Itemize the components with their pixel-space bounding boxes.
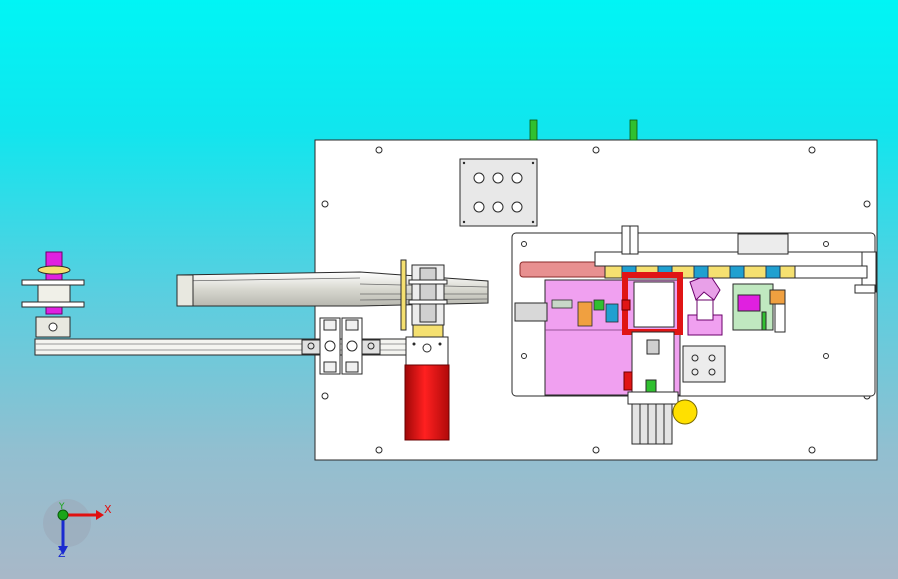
- axis-z-label: Z: [58, 547, 66, 560]
- red-clamp-frame: [621, 272, 683, 335]
- axis-y-label: Y: [59, 502, 65, 512]
- wire-spool: [21, 251, 85, 338]
- green-pins: [529, 119, 638, 141]
- sensor-post: [623, 371, 633, 391]
- axis-x-label: X: [104, 503, 112, 516]
- coordinate-triad: [43, 499, 104, 555]
- left-small-parts: [551, 299, 619, 327]
- adjust-knob: [672, 399, 698, 425]
- rail-carriage: [301, 317, 381, 375]
- subplate-screws: [521, 241, 829, 359]
- left-bracket: [514, 302, 548, 322]
- vertical-slide: [627, 331, 679, 445]
- air-cylinder: [682, 345, 726, 383]
- connector-panel: [459, 158, 538, 227]
- pulley-assembly: [400, 259, 448, 340]
- drive-motor: [404, 336, 450, 441]
- gripper-jaws: [687, 277, 723, 336]
- right-module: [732, 283, 786, 333]
- top-sensor: [621, 225, 639, 255]
